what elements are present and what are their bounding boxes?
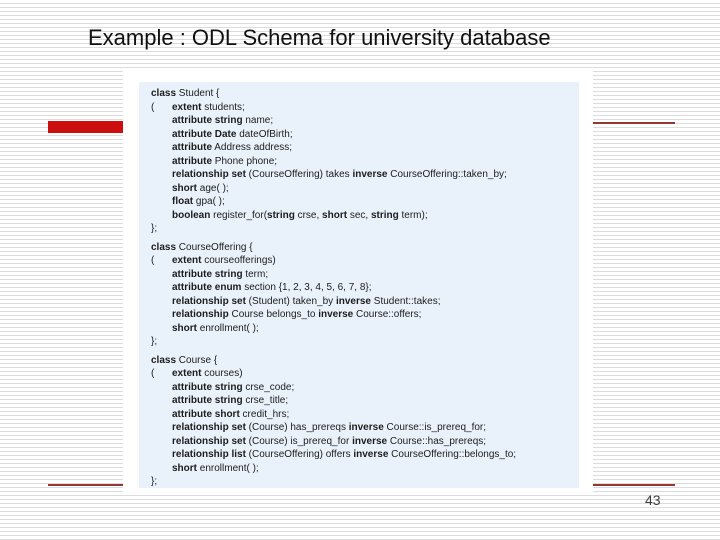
code-line: }; (151, 223, 158, 234)
red-accent-bar (48, 121, 125, 133)
code-line: attribute Phone phone; (172, 155, 278, 167)
code-line: relationship Course belongs_to inverse C… (172, 309, 422, 320)
code-line: }; (151, 476, 158, 487)
code-line: (extent courses) (151, 368, 243, 379)
code-line: class Student { (151, 88, 220, 99)
open-paren: ( (151, 101, 155, 113)
schema-figure: class Student { (extent students; attribut… (123, 70, 593, 494)
class-course: class Course { (extent courses) attribute … (143, 354, 575, 489)
code-line: class CourseOffering { (151, 241, 253, 253)
code-line: relationship list (CourseOffering) offer… (172, 449, 517, 460)
code-line: short enrollment( ); (172, 322, 259, 334)
code-line: relationship set (Course) is_prereq_for … (172, 435, 487, 447)
code-line: class Course { (151, 354, 218, 366)
code-line: attribute string crse_title; (172, 395, 289, 406)
code-panel: class Student { (extent students; attribut… (139, 82, 579, 488)
code-line: attribute enum section {1, 2, 3, 4, 5, 6… (172, 282, 372, 293)
code-line: short enrollment( ); (172, 462, 259, 474)
open-paren: ( (151, 368, 155, 379)
code-line: short age( ); (172, 182, 229, 194)
code-line: attribute Address address; (172, 142, 293, 153)
code-line: relationship set (CourseOffering) takes … (172, 169, 507, 180)
class-courseoffering: class CourseOffering { (extent courseoffe… (143, 241, 575, 349)
code-line: attribute short credit_hrs; (172, 408, 290, 420)
class-student: class Student { (extent students; attribut… (143, 87, 575, 236)
code-line: attribute string crse_code; (172, 381, 295, 393)
open-paren: ( (151, 255, 155, 266)
code-line: attribute Date dateOfBirth; (172, 128, 293, 140)
code-line: }; (151, 336, 158, 347)
code-line: (extent courseofferings) (151, 255, 276, 266)
code-line: boolean register_for(string crse, short … (172, 209, 428, 221)
slide-title: Example : ODL Schema for university data… (88, 25, 551, 50)
code-line: relationship set (Student) taken_by inve… (172, 295, 441, 307)
code-line: attribute string name; (172, 115, 274, 126)
code-line: relationship set (Course) has_prereqs in… (172, 422, 487, 433)
code-line: attribute string term; (172, 268, 269, 280)
page-number: 43 (645, 492, 661, 508)
code-line: float gpa( ); (172, 196, 225, 207)
code-line: (extent students; (151, 101, 245, 113)
